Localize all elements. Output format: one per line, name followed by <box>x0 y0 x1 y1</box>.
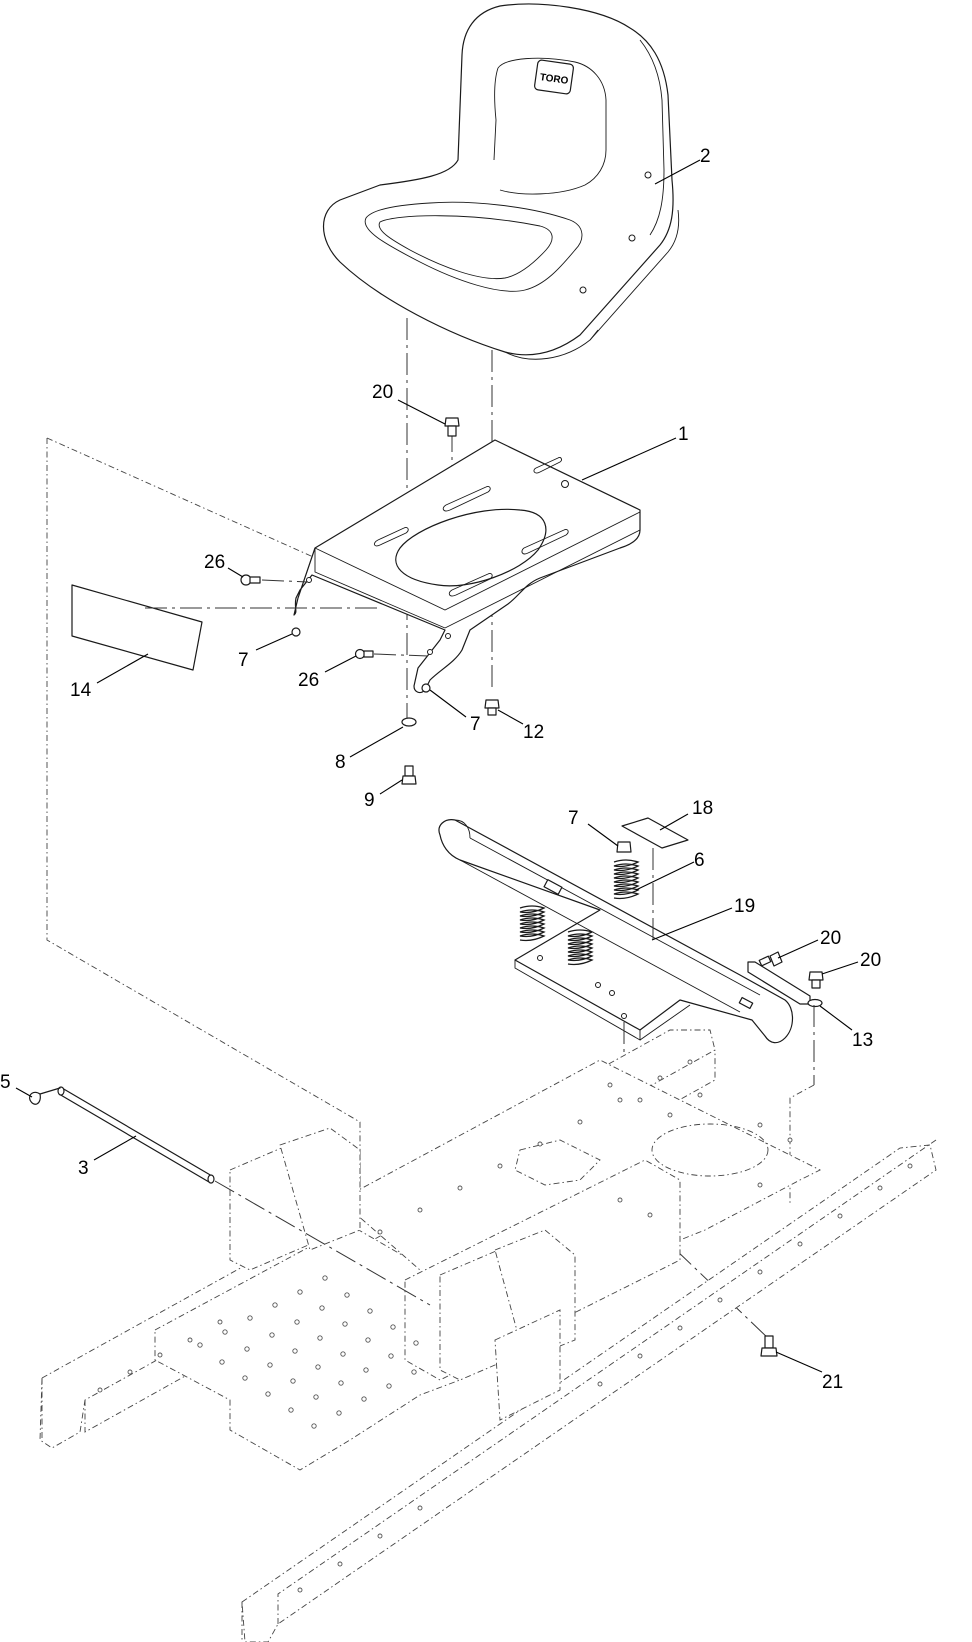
spring-middle <box>567 929 594 966</box>
bolt-20-bracket <box>758 951 783 967</box>
callout-21: 21 <box>822 1372 843 1393</box>
callout-3: 3 <box>78 1158 89 1179</box>
washer-8 <box>401 717 417 727</box>
washer-13 <box>807 998 823 1008</box>
decal-18 <box>621 817 689 849</box>
hairpin-5 <box>29 1087 61 1105</box>
bolt-20-top <box>444 417 460 437</box>
callout-19: 19 <box>734 896 755 917</box>
seat: TORO <box>322 3 680 360</box>
callout-7-right: 7 <box>470 714 481 735</box>
callout-26-left: 26 <box>204 552 225 573</box>
hinge-rod-3 <box>57 1086 215 1184</box>
seat-mount-plate <box>293 439 641 694</box>
callout-1: 1 <box>678 424 689 445</box>
toro-logo-text: TORO <box>539 72 569 87</box>
callout-2: 2 <box>700 146 711 167</box>
phantom-outline-top <box>46 437 321 561</box>
callout-12: 12 <box>523 722 544 743</box>
callout-14: 14 <box>70 680 92 701</box>
spring-left <box>519 905 546 942</box>
phantom-bracket-right <box>789 1084 815 1205</box>
suspension-bracket <box>438 819 811 1044</box>
mower-frame <box>39 1029 937 1642</box>
callout-6: 6 <box>694 850 705 871</box>
nut-7-spring <box>616 841 632 853</box>
callout-9: 9 <box>364 790 375 811</box>
nut-7-left <box>291 627 301 637</box>
bolt-9 <box>401 765 417 785</box>
bolt-20-right <box>808 971 824 989</box>
nut-7-right <box>421 683 431 693</box>
seat-logo-badge: TORO <box>534 59 574 95</box>
callout-5: 5 <box>0 1072 11 1093</box>
spring-6-top <box>613 859 640 900</box>
callout-26-right: 26 <box>298 670 319 691</box>
callout-20-right: 20 <box>860 950 881 971</box>
centerline-hinge-rod <box>214 1180 431 1306</box>
callout-13: 13 <box>852 1030 873 1051</box>
decal-14 <box>71 584 203 671</box>
callout-20-top: 20 <box>372 382 393 403</box>
callout-7-spring: 7 <box>568 808 579 829</box>
leader-lines <box>15 159 859 1373</box>
callout-7-left: 7 <box>238 650 249 671</box>
callout-20-bracket: 20 <box>820 928 841 949</box>
bolt-21 <box>760 1335 778 1357</box>
callout-18: 18 <box>692 798 713 819</box>
bolt-12 <box>484 699 500 716</box>
bolt-26-right <box>354 648 429 660</box>
bolt-26-left <box>240 574 309 586</box>
callout-8: 8 <box>335 752 346 773</box>
